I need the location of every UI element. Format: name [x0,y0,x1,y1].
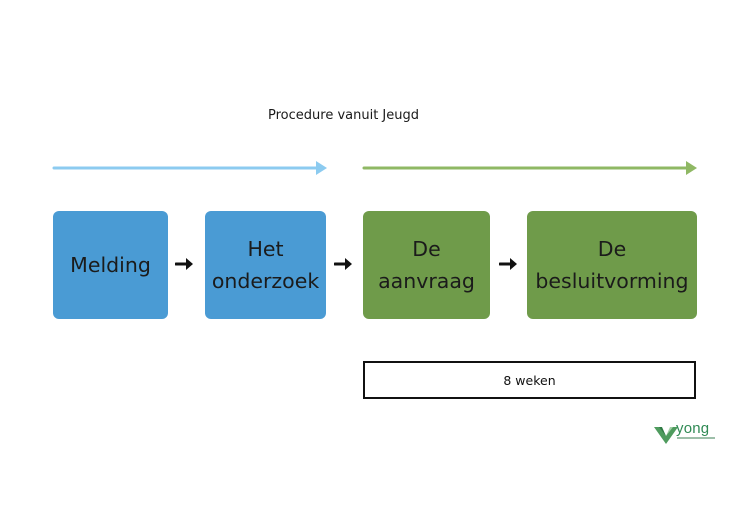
arrow-right-icon [499,258,517,270]
step-de-aanvraag: De aanvraag [363,211,490,319]
logo-text: yong [676,420,710,437]
blue-timeline-arrow [52,161,327,175]
duration-box: 8 weken [363,361,696,399]
diagram-title: Procedure vanuit Jeugd [268,108,420,123]
step-label: Melding [70,253,151,277]
yong-logo-mark-icon [654,427,678,444]
step-melding: Melding [53,211,168,319]
duration-label: 8 weken [503,372,556,388]
step-label: De besluitvorming [535,237,689,293]
step-het-onderzoek: Het onderzoek [205,211,326,319]
logo-tagline-line [677,437,715,439]
arrow-right-icon [334,258,352,270]
arrow-right-icon [175,258,193,270]
yong-logo: yong [654,420,720,445]
step-label: Het onderzoek [211,237,320,293]
step-de-besluitvorming: De besluitvorming [527,211,697,319]
step-label: De aanvraag [378,237,475,293]
green-timeline-arrow [362,161,697,175]
